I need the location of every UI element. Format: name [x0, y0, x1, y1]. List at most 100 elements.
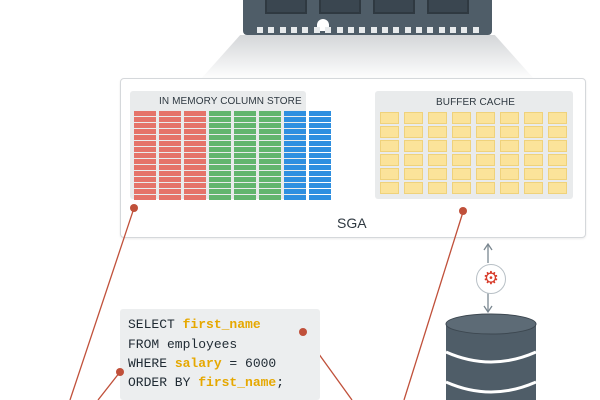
column-store-cell — [259, 171, 281, 176]
ram-pin — [313, 27, 320, 33]
column-store-cell — [159, 189, 181, 194]
buffer-block — [548, 168, 567, 180]
connector-dot — [459, 207, 467, 215]
sql-column: first_name — [198, 375, 277, 390]
column-store-cell — [259, 165, 281, 170]
connector-dot — [116, 368, 124, 376]
buffer-block — [476, 154, 495, 166]
buffer-block — [452, 140, 471, 152]
buffer-cache-panel: BUFFER CACHE — [375, 91, 573, 199]
column-store-cell — [234, 141, 256, 146]
column-store-cell — [309, 189, 331, 194]
database-icon — [445, 313, 537, 400]
gear-icon: ⚙ — [476, 264, 506, 294]
sql-keyword: WHERE — [128, 356, 175, 371]
column-store-cell — [159, 183, 181, 188]
column-store-cell — [134, 141, 156, 146]
column-store-cell — [134, 135, 156, 140]
column-store-cell — [184, 159, 206, 164]
ram-shadow — [200, 35, 535, 80]
buffer-block — [428, 112, 447, 124]
column-store-cell — [209, 177, 231, 182]
column-store-cell — [284, 117, 306, 122]
column-store-cell — [259, 177, 281, 182]
column-store-cell — [234, 153, 256, 158]
column-store-cell — [309, 195, 331, 200]
column-store-cell — [209, 189, 231, 194]
ram-pin — [291, 27, 298, 33]
buffer-block — [476, 140, 495, 152]
buffer-block — [548, 126, 567, 138]
buffer-block — [404, 154, 423, 166]
ram-chip — [373, 0, 415, 14]
column-store-cell — [209, 135, 231, 140]
buffer-block — [380, 140, 399, 152]
buffer-block — [452, 112, 471, 124]
column-store-cell — [184, 123, 206, 128]
column-store-cell — [284, 111, 306, 116]
column-store-cell — [209, 165, 231, 170]
column-store-cell — [284, 147, 306, 152]
column-store-cell — [259, 129, 281, 134]
connector-dot — [130, 204, 138, 212]
column-store-cell — [134, 177, 156, 182]
sga-label: SGA — [337, 215, 367, 231]
ram-pin — [347, 27, 354, 33]
buffer-block — [428, 168, 447, 180]
column-store-cell — [209, 195, 231, 200]
column-store-cell — [259, 153, 281, 158]
column-store-cell — [309, 183, 331, 188]
column-store-cell — [159, 147, 181, 152]
ram-chip — [319, 0, 361, 14]
buffer-block — [476, 126, 495, 138]
column-store-cell — [284, 195, 306, 200]
column-store-column-red — [184, 111, 206, 201]
buffer-block — [404, 112, 423, 124]
column-store-cell — [184, 195, 206, 200]
column-store-cell — [184, 177, 206, 182]
column-store-cell — [284, 183, 306, 188]
ram-pin — [404, 27, 411, 33]
column-store-cell — [184, 153, 206, 158]
buffer-block — [452, 182, 471, 194]
column-store-cell — [259, 183, 281, 188]
buffer-block — [524, 126, 543, 138]
connector-line — [403, 211, 464, 400]
column-store-cell — [159, 165, 181, 170]
buffer-block — [548, 182, 567, 194]
column-store-cell — [234, 195, 256, 200]
ram-pin — [257, 27, 263, 33]
column-store-cell — [309, 141, 331, 146]
column-store-cell — [234, 111, 256, 116]
buffer-block — [524, 168, 543, 180]
column-store-cell — [284, 171, 306, 176]
column-store-cell — [284, 123, 306, 128]
column-store-column-green — [209, 111, 231, 201]
arrow-up-icon — [483, 242, 493, 251]
column-store-cell — [309, 123, 331, 128]
buffer-block — [380, 126, 399, 138]
buffer-block — [500, 126, 519, 138]
column-store-cell — [134, 123, 156, 128]
ram-pin — [370, 27, 377, 33]
column-store-cell — [234, 189, 256, 194]
column-store-cell — [234, 123, 256, 128]
column-store-panel: IN MEMORY COLUMN STORE — [130, 91, 331, 201]
database-top-rim — [445, 313, 537, 335]
buffer-block — [404, 182, 423, 194]
column-store-cell — [309, 147, 331, 152]
connector-dot — [299, 328, 307, 336]
column-store-cell — [234, 159, 256, 164]
column-store-cell — [259, 135, 281, 140]
column-store-cell — [309, 159, 331, 164]
column-store-cell — [134, 183, 156, 188]
column-store-cell — [159, 195, 181, 200]
column-store-cell — [134, 117, 156, 122]
sql-suffix: = 6000 — [221, 356, 277, 371]
gear-glyph: ⚙ — [482, 268, 500, 289]
buffer-block — [548, 140, 567, 152]
ram-pins — [257, 27, 479, 33]
column-store-cell — [259, 141, 281, 146]
column-store-cell — [134, 159, 156, 164]
